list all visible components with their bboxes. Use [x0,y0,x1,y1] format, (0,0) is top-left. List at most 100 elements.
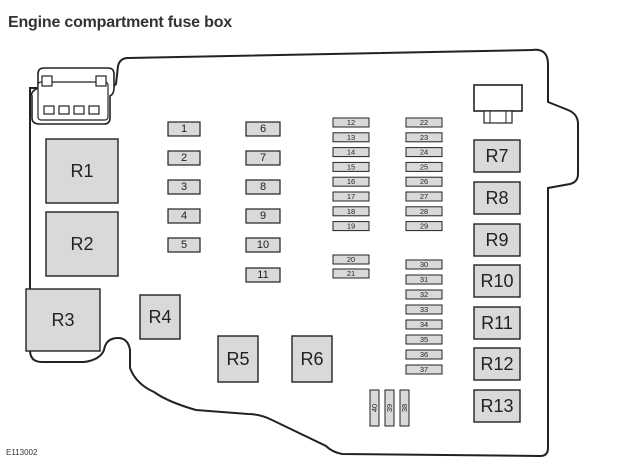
fuse-40-label: 40 [370,404,379,412]
fuse-8: 8 [245,179,281,195]
relay-r3: R3 [25,288,101,352]
fuse-9-label: 9 [260,210,266,222]
fuse-15-label: 15 [347,162,355,171]
relay-r9: R9 [473,223,521,257]
fuse-1-label: 1 [181,123,187,135]
fuse-35: 35 [405,334,443,345]
relay-r8: R8 [473,181,521,215]
fuse-27: 27 [405,191,443,202]
fuse-19-label: 19 [347,222,355,231]
fuse-2: 2 [167,150,201,166]
fuse-31-label: 31 [420,275,428,284]
fuse-10: 10 [245,237,281,253]
fuse-29: 29 [405,221,443,232]
fuse-16: 16 [332,176,370,187]
relay-r5: R5 [217,335,259,383]
relay-r12: R12 [473,347,521,381]
fuse-4: 4 [167,208,201,224]
relay-r8-label: R8 [485,188,508,208]
fuse-17: 17 [332,191,370,202]
fuse-36-label: 36 [420,350,428,359]
fuse-3: 3 [167,179,201,195]
relay-r7-label: R7 [485,146,508,166]
fuse-15: 15 [332,161,370,172]
relay-r4-label: R4 [148,307,171,327]
relay-r1-label: R1 [70,161,93,181]
fuse-35-label: 35 [420,335,428,344]
relay-r3-label: R3 [51,310,74,330]
fuse-3-label: 3 [181,181,187,193]
relay-r11: R11 [473,306,521,340]
fuse-38: 38 [399,389,410,427]
fuse-28: 28 [405,206,443,217]
fuse-6: 6 [245,121,281,137]
vertical-fuse-group: 40 39 38 [369,389,410,427]
fuse-22: 22 [405,117,443,128]
page-title: Engine compartment fuse box [8,14,232,31]
fuse-puller-icon [473,84,523,124]
fuse-37-label: 37 [420,365,428,374]
fuse-4-label: 4 [181,210,187,222]
fuse-39-label: 39 [385,404,394,412]
relay-r10: R10 [473,264,521,298]
relay-r4: R4 [139,294,181,340]
fuse-5: 5 [167,237,201,253]
fuse-32-label: 32 [420,290,428,299]
fuse-34: 34 [405,319,443,330]
relay-r6-label: R6 [300,349,323,369]
fuse-11: 11 [245,267,281,283]
fuse-29-label: 29 [420,222,428,231]
fuse-22-label: 22 [420,118,428,127]
fuse-9: 9 [245,208,281,224]
fuse-32: 32 [405,289,443,300]
fuse-30: 30 [405,259,443,270]
fuse-20-label: 20 [347,255,355,264]
fuse-31: 31 [405,274,443,285]
fuse-20: 20 [332,254,370,265]
fuse-2-label: 2 [181,152,187,164]
relay-r2: R2 [45,211,119,277]
diagram-code: E113002 [6,448,38,457]
fuse-26: 26 [405,176,443,187]
fuse-7: 7 [245,150,281,166]
fuse-13-label: 13 [347,133,355,142]
fuse-13: 13 [332,132,370,143]
fuse-17-label: 17 [347,192,355,201]
fuse-16-label: 16 [347,177,355,186]
fuse-14-label: 14 [347,148,355,157]
fuse-18: 18 [332,206,370,217]
fuse-34-label: 34 [420,320,428,329]
fuse-27-label: 27 [420,192,428,201]
relay-r7: R7 [473,139,521,173]
large-fuse-group: 1 2 3 4 5 6 7 8 9 10 11 [167,121,281,283]
fuse-8-label: 8 [260,181,266,193]
fuse-26-label: 26 [420,177,428,186]
relay-r13-label: R13 [480,396,513,416]
fuse-6-label: 6 [260,123,266,135]
relay-r13: R13 [473,389,521,423]
relay-r10-label: R10 [480,271,513,291]
fuse-12-label: 12 [347,118,355,127]
fuse-1: 1 [167,121,201,137]
fuse-23-label: 23 [420,133,428,142]
fuse-39: 39 [384,389,395,427]
relay-r2-label: R2 [70,234,93,254]
fuse-23: 23 [405,132,443,143]
relay-r5-label: R5 [226,349,249,369]
fuse-10-label: 10 [257,239,269,251]
relay-r12-label: R12 [480,354,513,374]
fuse-11-label: 11 [257,269,268,281]
fuse-40: 40 [369,389,380,427]
fuse-36: 36 [405,349,443,360]
fuse-24: 24 [405,147,443,158]
relay-r6: R6 [291,335,333,383]
fuse-19: 19 [332,221,370,232]
fuse-18-label: 18 [347,207,355,216]
fuse-21-label: 21 [347,269,355,278]
fuse-37: 37 [405,364,443,375]
relay-r11-label: R11 [481,313,513,333]
fuse-21: 21 [332,268,370,279]
fuse-7-label: 7 [260,152,266,164]
fuse-25: 25 [405,161,443,172]
